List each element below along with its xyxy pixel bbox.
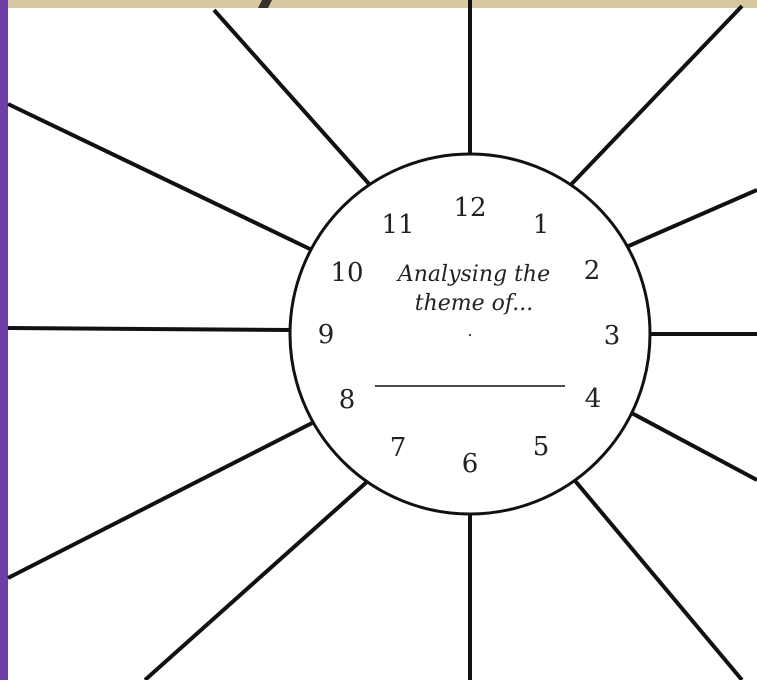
top-photo-strip xyxy=(0,0,757,8)
hour-label-4: 4 xyxy=(585,384,602,414)
hour-label-10: 10 xyxy=(330,258,363,288)
title-line-2: theme of... xyxy=(415,291,534,316)
hour-label-1: 1 xyxy=(533,210,550,240)
left-border xyxy=(0,0,8,680)
hour-label-6: 6 xyxy=(462,449,479,479)
hour-label-2: 2 xyxy=(584,256,601,286)
hour-label-11: 11 xyxy=(381,210,414,240)
hour-label-12: 12 xyxy=(453,193,486,223)
hour-label-3: 3 xyxy=(604,321,621,351)
hour-label-7: 7 xyxy=(390,433,407,463)
center-dot: . xyxy=(467,320,473,341)
title-line-1: Analysing the xyxy=(396,262,550,287)
hour-label-9: 9 xyxy=(318,320,335,350)
hour-label-8: 8 xyxy=(339,385,356,415)
hour-label-5: 5 xyxy=(533,432,550,462)
spoke-line xyxy=(8,328,290,330)
